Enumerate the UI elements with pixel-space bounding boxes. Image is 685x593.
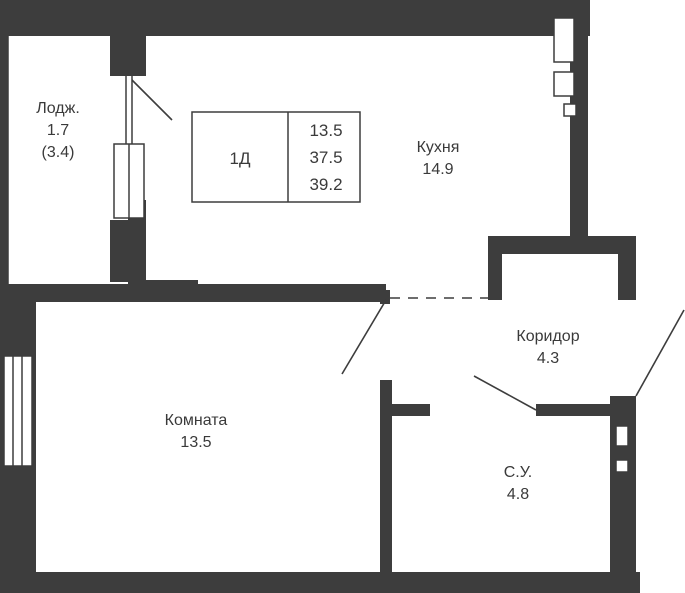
room-labels: Лодж. 1.7 (3.4) Кухня 14.9 Коридор 4.3 К… <box>36 100 579 503</box>
wall-bath-top-right <box>536 404 632 416</box>
loggia-lines <box>7 36 133 284</box>
area-living: 13.5 <box>309 121 342 140</box>
walls <box>0 0 640 593</box>
room-name: Комната <box>165 412 228 429</box>
loggia-area: 1.7 <box>47 122 69 139</box>
loggia-area-full: (3.4) <box>42 144 75 161</box>
window-bath-2 <box>615 459 629 473</box>
door-room <box>341 299 387 375</box>
window-kitchen-1 <box>553 17 575 63</box>
bathroom-area: 4.8 <box>507 486 529 503</box>
wall-bottom <box>0 572 640 593</box>
wall-room-top <box>0 284 386 302</box>
door-bath <box>473 375 537 411</box>
area-without-loggia: 37.5 <box>309 148 342 167</box>
door-loggia <box>131 79 173 121</box>
wall-top <box>0 0 590 36</box>
wall-door-stub <box>380 290 390 304</box>
wall-kitchen-right-down <box>488 236 502 300</box>
windows <box>3 17 629 473</box>
window-bath-1 <box>615 425 629 447</box>
wall-column-top <box>110 0 146 76</box>
wall-kitchen-left <box>128 200 146 284</box>
kitchen-name: Кухня <box>417 139 460 156</box>
corridor-area: 4.3 <box>537 350 559 367</box>
window-kitchen-3 <box>563 103 577 117</box>
apartment-type: 1Д <box>230 149 251 168</box>
door-entrance <box>635 309 685 397</box>
wall-bath-left <box>380 380 392 590</box>
area-total: 39.2 <box>309 175 342 194</box>
wall-bath-top-left <box>380 404 430 416</box>
wall-right-stub <box>618 236 636 300</box>
info-box: 1Д 13.5 37.5 39.2 <box>191 111 361 203</box>
window-kitchen-2 <box>553 71 575 97</box>
window-room-left <box>3 355 33 467</box>
kitchen-area: 14.9 <box>422 161 453 178</box>
loggia-name: Лодж. <box>36 100 80 117</box>
room-area: 13.5 <box>180 434 211 451</box>
wall-loggia-left <box>0 36 8 284</box>
bathroom-name: С.У. <box>504 464 532 481</box>
corridor-name: Коридор <box>516 328 579 345</box>
door-swings <box>131 79 685 411</box>
wall-room-step <box>146 280 198 292</box>
wall-kitchen-right <box>488 236 636 254</box>
